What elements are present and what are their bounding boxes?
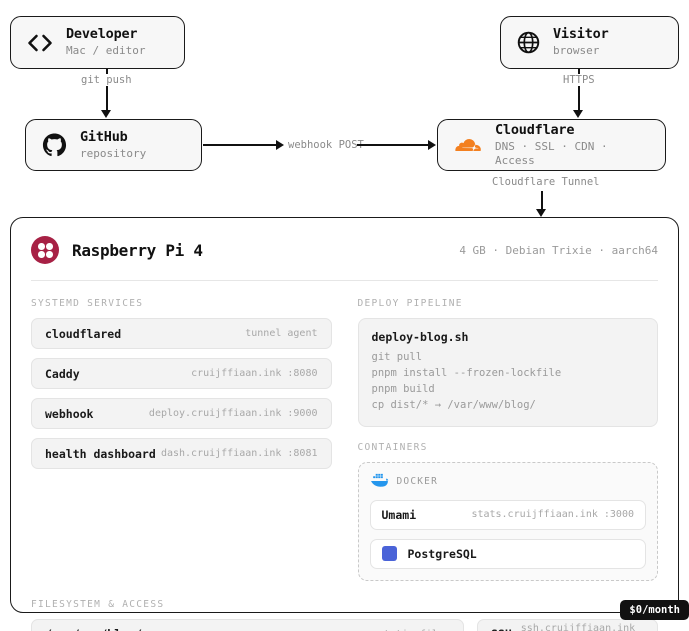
section-label-pipeline: DEPLOY PIPELINE bbox=[357, 298, 463, 309]
section-label-containers: CONTAINERS bbox=[357, 441, 428, 453]
divider bbox=[31, 280, 658, 281]
section-label-filesystem: FILESYSTEM & ACCESS bbox=[31, 598, 165, 610]
edge-line-webhook-a bbox=[203, 144, 277, 146]
cloudflare-cloud-icon bbox=[454, 135, 482, 155]
service-meta: tunnel agent bbox=[245, 328, 318, 339]
node-subtitle: DNS · SSL · CDN · Access bbox=[495, 139, 608, 167]
docker-label: DOCKER bbox=[396, 475, 439, 487]
edge-arrow-https bbox=[573, 110, 583, 118]
container-meta: stats.cruijffiaan.ink :3000 bbox=[471, 509, 634, 521]
edge-arrow-webhook-a bbox=[276, 139, 284, 150]
edge-line-webhook-b bbox=[357, 144, 429, 146]
node-title: Visitor bbox=[553, 26, 609, 43]
filesystem-path-row[interactable]: /var/www/blog/ static files bbox=[31, 618, 464, 631]
ssh-access-row[interactable]: SSH ssh.cruijffiaan.ink :22 bbox=[477, 618, 658, 631]
script-line: cp dist/* → /var/www/blog/ bbox=[371, 398, 536, 411]
edge-label-git-push: git push bbox=[78, 74, 135, 86]
filesystem-path: /var/www/blog/ bbox=[45, 627, 142, 631]
edge-label-cloudflare-tunnel: Cloudflare Tunnel bbox=[489, 176, 603, 188]
node-title: Cloudflare bbox=[495, 121, 575, 138]
docker-header: DOCKER bbox=[370, 472, 647, 491]
docker-group: DOCKER Umami stats.cruijffiaan.ink :3000… bbox=[357, 461, 658, 581]
node-developer[interactable]: Developer Mac / editor bbox=[10, 16, 185, 69]
pi-header: Raspberry Pi 4 4 GB · Debian Trixie · aa… bbox=[31, 236, 658, 264]
docker-whale-icon bbox=[370, 472, 389, 491]
node-cloudflare[interactable]: Cloudflare DNS · SSL · CDN · Access bbox=[437, 119, 666, 171]
node-subtitle: browser bbox=[553, 44, 600, 58]
edge-arrow-webhook-b bbox=[428, 139, 436, 150]
systemd-services-column: SYSTEMD SERVICES cloudflared tunnel agen… bbox=[31, 298, 332, 581]
edge-line-git-push bbox=[106, 69, 108, 111]
edge-arrow-tunnel bbox=[536, 209, 546, 217]
ssh-meta: ssh.cruijffiaan.ink :22 bbox=[520, 623, 636, 631]
edge-line-https bbox=[578, 69, 580, 111]
globe-icon bbox=[517, 31, 540, 54]
service-row-health-dashboard[interactable]: health dashboard dash.cruijffiaan.ink :8… bbox=[31, 438, 332, 469]
deploy-pipeline-column: DEPLOY PIPELINE deploy-blog.sh git pull … bbox=[357, 298, 658, 581]
container-name: Umami bbox=[381, 507, 417, 522]
edge-label-https: HTTPS bbox=[560, 74, 598, 86]
edge-arrow-git-push bbox=[101, 110, 111, 118]
container-row-umami[interactable]: Umami stats.cruijffiaan.ink :3000 bbox=[369, 499, 646, 530]
github-icon bbox=[42, 133, 67, 158]
service-meta: cruijffiaan.ink :8080 bbox=[191, 368, 318, 379]
script-line: git pull bbox=[371, 351, 423, 363]
service-name: health dashboard bbox=[45, 446, 156, 461]
ssh-label: SSH bbox=[491, 627, 512, 631]
page-title: Raspberry Pi 4 bbox=[72, 240, 203, 260]
service-row-cloudflared[interactable]: cloudflared tunnel agent bbox=[31, 318, 332, 349]
script-name: deploy-blog.sh bbox=[371, 330, 469, 344]
service-name: cloudflared bbox=[45, 326, 122, 341]
node-title: GitHub bbox=[80, 128, 128, 145]
node-subtitle: Mac / editor bbox=[66, 44, 146, 58]
cost-badge: $0/month bbox=[620, 600, 689, 620]
postgresql-icon bbox=[381, 546, 397, 562]
edge-line-tunnel bbox=[541, 191, 543, 211]
container-name: PostgreSQL bbox=[407, 546, 477, 561]
node-github[interactable]: GitHub repository bbox=[25, 119, 202, 171]
container-row-postgresql[interactable]: PostgreSQL bbox=[369, 538, 646, 569]
script-line: pnpm install --frozen-lockfile bbox=[371, 366, 562, 379]
filesystem-path-meta: static files bbox=[378, 629, 450, 631]
section-label-services: SYSTEMD SERVICES bbox=[31, 298, 144, 309]
raspberry-pi-panel: Raspberry Pi 4 4 GB · Debian Trixie · aa… bbox=[10, 217, 679, 631]
deploy-script-box[interactable]: deploy-blog.sh git pull pnpm install --f… bbox=[357, 318, 658, 427]
service-row-caddy[interactable]: Caddy cruijffiaan.ink :8080 bbox=[31, 358, 332, 389]
service-name: webhook bbox=[45, 406, 94, 421]
node-title: Developer bbox=[66, 26, 138, 43]
service-meta: deploy.cruijffiaan.ink :9000 bbox=[148, 408, 318, 419]
pi-specs: 4 GB · Debian Trixie · aarch64 bbox=[459, 243, 658, 257]
pi-columns: SYSTEMD SERVICES cloudflared tunnel agen… bbox=[31, 298, 658, 581]
edge-label-webhook-post: webhook POST bbox=[285, 139, 367, 151]
service-row-webhook[interactable]: webhook deploy.cruijffiaan.ink :9000 bbox=[31, 398, 332, 429]
raspberry-pi-icon bbox=[31, 236, 59, 264]
filesystem-section: FILESYSTEM & ACCESS /var/www/blog/ stati… bbox=[31, 599, 658, 631]
node-subtitle: repository bbox=[80, 146, 147, 160]
node-visitor[interactable]: Visitor browser bbox=[500, 16, 679, 69]
service-meta: dash.cruijffiaan.ink :8081 bbox=[160, 448, 318, 459]
code-brackets-icon bbox=[27, 34, 53, 52]
service-name: Caddy bbox=[45, 366, 80, 381]
script-line: pnpm build bbox=[371, 382, 435, 395]
